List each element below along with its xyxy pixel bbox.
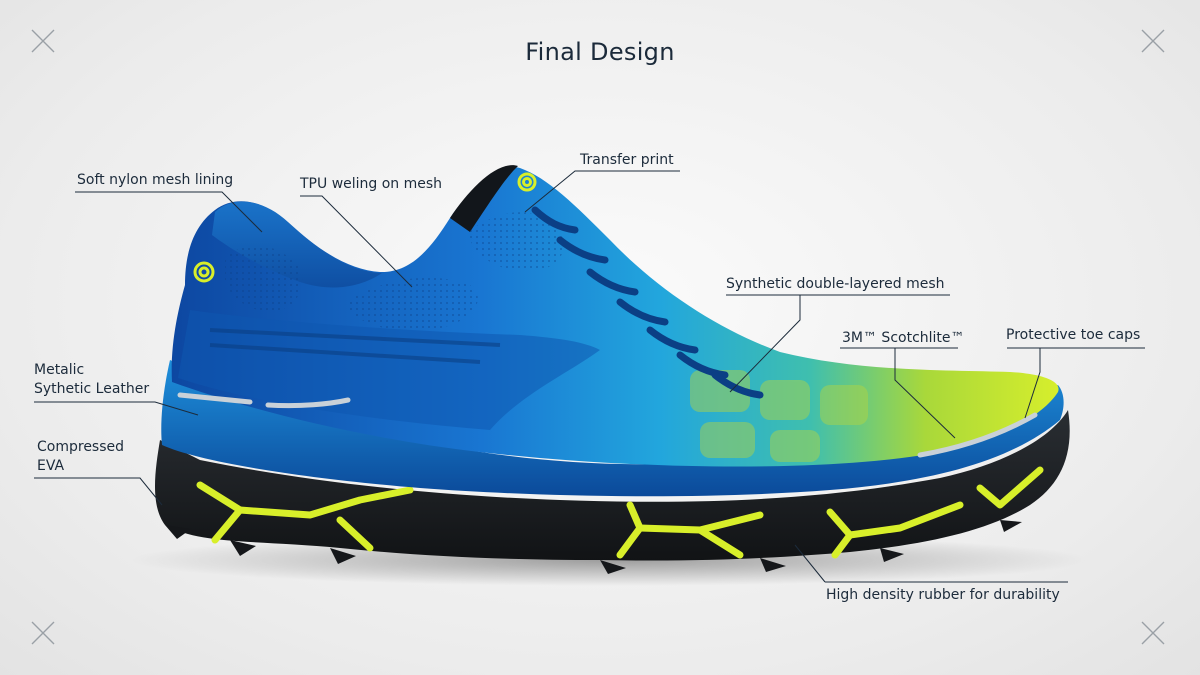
leader-lines [34, 170, 1145, 583]
close-x-icon [30, 28, 56, 54]
side-overlay [178, 310, 600, 430]
sole-accents [196, 466, 1044, 559]
label-eva-line2: EVA [37, 458, 65, 474]
label-synthetic-mesh: Synthetic double-layered mesh [726, 276, 945, 292]
reflective-strips [177, 392, 1038, 458]
label-metalic-line2: Sythetic Leather [34, 381, 150, 397]
toe-mesh-cells [690, 370, 868, 462]
label-eva-line1: Compressed [37, 439, 125, 455]
tongue [450, 165, 518, 232]
label-compressed-eva: Compressed EVA [37, 438, 124, 476]
label-soft-nylon-mesh: Soft nylon mesh lining [77, 172, 234, 188]
close-x-icon [30, 620, 56, 646]
mesh-panels [225, 212, 565, 331]
label-rubber: High density rubber for durability [826, 587, 1060, 603]
outsole-treads [165, 520, 1022, 574]
heel-collar [212, 201, 382, 288]
page-title: Final Design [525, 38, 675, 66]
label-transfer-print: Transfer print [580, 152, 674, 168]
close-x-icon [1140, 620, 1166, 646]
laces [531, 206, 764, 399]
label-metalic-line1: Metalic [34, 362, 85, 378]
label-metalic: Metalic Sythetic Leather [34, 361, 149, 399]
label-toe-caps: Protective toe caps [1006, 327, 1141, 343]
label-tpu-welding: TPU weling on mesh [300, 176, 443, 192]
overlay-stripes [209, 328, 501, 364]
label-scotchlite: 3M™ Scotchlite™ [842, 330, 965, 346]
close-x-icon [1140, 28, 1166, 54]
brand-logo-icon [193, 172, 537, 283]
